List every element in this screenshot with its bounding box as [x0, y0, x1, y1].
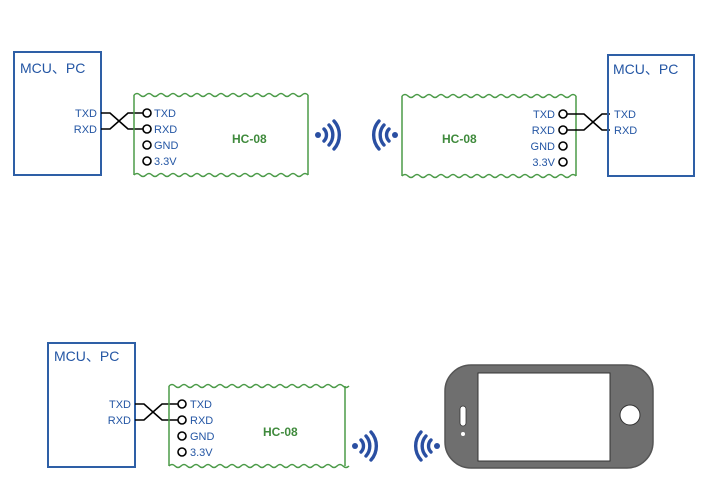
- pin-gnd-label: GND: [154, 140, 179, 152]
- mcu-txd-label: TXD: [614, 109, 636, 121]
- wire-txd-to-rxd: [135, 403, 178, 421]
- phone-home-button: [619, 404, 641, 426]
- wireless-signal-icon: [315, 119, 341, 151]
- crossover-wires-top-left: [101, 112, 143, 130]
- pin-ring-icon: [558, 141, 568, 151]
- mcu-txd-label: TXD: [75, 108, 97, 120]
- mcu-label: MCU、PC: [613, 61, 678, 77]
- pin-3v3-label: 3.3V: [190, 447, 213, 459]
- pin-ring-icon: [142, 108, 152, 118]
- mcu-txd-label: TXD: [109, 399, 131, 411]
- pin-rxd-label: RXD: [154, 124, 177, 136]
- pin-rxd-label: RXD: [190, 415, 213, 427]
- hc08-module-top-right: HC-08 TXD RXD GND 3.3V: [401, 93, 577, 179]
- wireless-signal-icon: [352, 430, 378, 462]
- wire-rxd-to-txd: [101, 112, 143, 130]
- wire-txd-to-rxd: [101, 112, 143, 130]
- pin-gnd-label: GND: [190, 431, 215, 443]
- mcu-pc-box-top-right: MCU、PC TXD RXD: [607, 54, 695, 177]
- phone-speaker: [459, 405, 467, 427]
- mcu-box-frame: [607, 54, 695, 177]
- pin-ring-icon: [142, 156, 152, 166]
- module-name: HC-08: [232, 132, 267, 146]
- pin-ring-icon: [177, 447, 187, 457]
- pin-ring-icon: [177, 431, 187, 441]
- phone-camera: [461, 432, 465, 436]
- pin-txd-label: TXD: [533, 109, 555, 121]
- mcu-rxd-label: RXD: [74, 124, 97, 136]
- wire-txd-to-rxd: [567, 113, 610, 131]
- module-name: HC-08: [263, 425, 298, 439]
- pin-txd-label: TXD: [190, 399, 212, 411]
- phone-screen: [477, 372, 611, 462]
- pin-ring-icon: [558, 157, 568, 167]
- mcu-label: MCU、PC: [20, 60, 85, 76]
- pin-3v3-label: 3.3V: [154, 156, 177, 168]
- wire-rxd-to-txd: [567, 113, 610, 131]
- mcu-pc-box-top-left: MCU、PC TXD RXD: [13, 51, 102, 176]
- pin-ring-icon: [142, 140, 152, 150]
- module-name: HC-08: [442, 132, 477, 146]
- mcu-box-frame: [47, 342, 136, 468]
- pin-ring-icon: [558, 125, 568, 135]
- crossover-wires-bottom: [135, 403, 178, 421]
- pin-gnd-label: GND: [531, 141, 556, 153]
- mcu-rxd-label: RXD: [108, 415, 131, 427]
- hc08-module-top-left: TXD RXD GND 3.3V HC-08: [133, 92, 309, 178]
- wireless-signal-icon: [372, 119, 398, 151]
- crossover-wires-top-right: [567, 113, 610, 131]
- mcu-pc-box-bottom: MCU、PC TXD RXD: [47, 342, 136, 468]
- pin-ring-icon: [142, 124, 152, 134]
- pin-ring-icon: [177, 399, 187, 409]
- mcu-rxd-label: RXD: [614, 125, 637, 137]
- pin-txd-label: TXD: [154, 108, 176, 120]
- pin-rxd-label: RXD: [532, 125, 555, 137]
- wire-rxd-to-txd: [135, 403, 178, 421]
- pin-ring-icon: [177, 415, 187, 425]
- pin-ring-icon: [558, 109, 568, 119]
- mcu-label: MCU、PC: [54, 348, 119, 364]
- pin-3v3-label: 3.3V: [532, 157, 555, 169]
- hc08-module-bottom: TXD RXD GND 3.3V HC-08: [168, 383, 350, 469]
- wireless-signal-icon: [414, 430, 440, 462]
- smartphone-icon: [444, 364, 654, 469]
